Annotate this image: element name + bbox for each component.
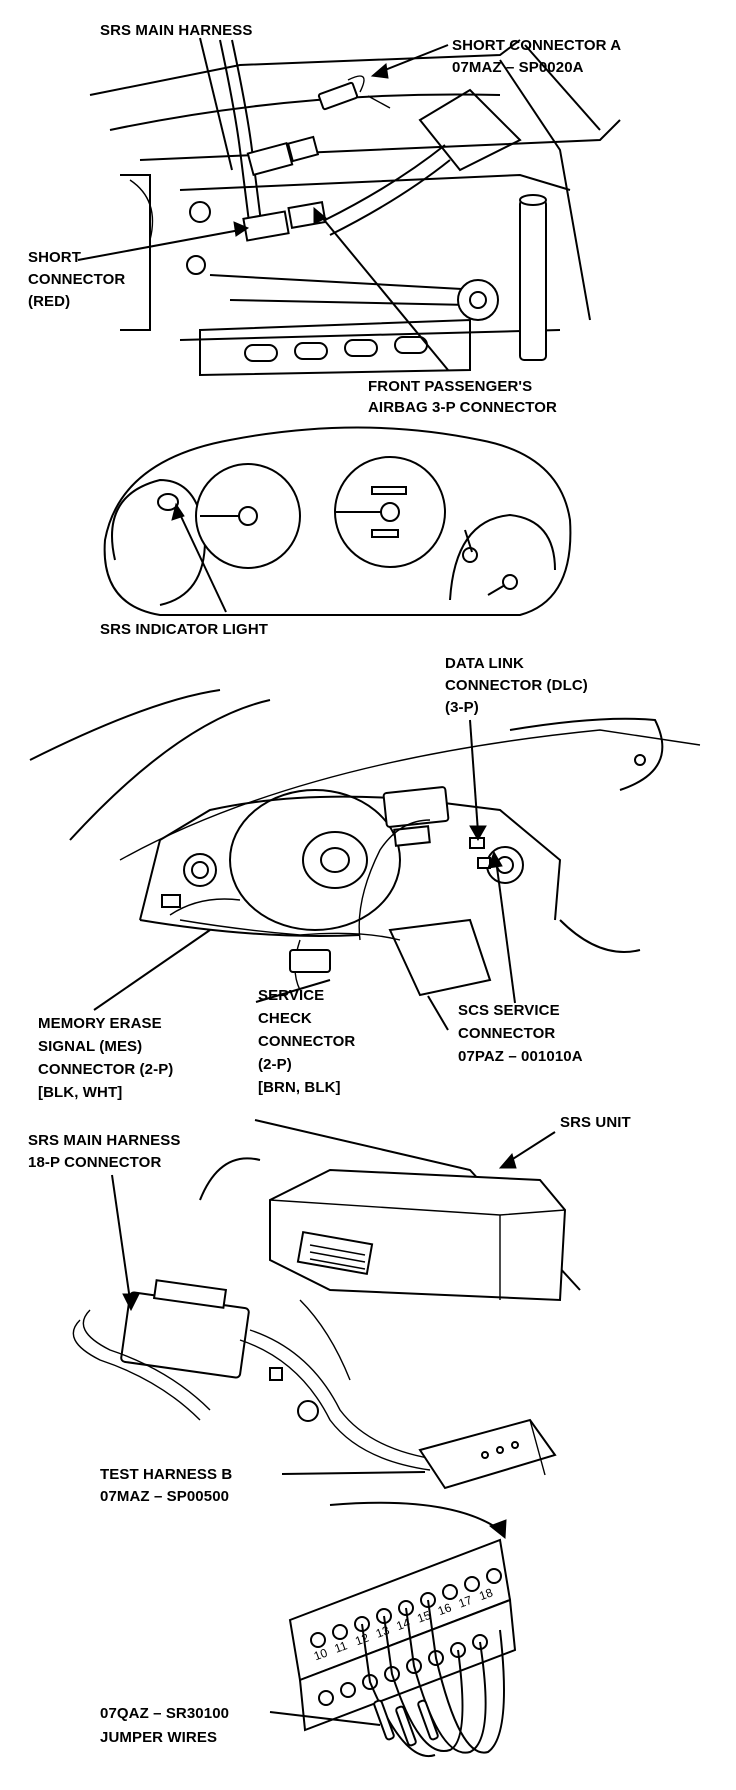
terminal-number: 10 bbox=[312, 1645, 330, 1663]
label-mes-line3: CONNECTOR (2-P) bbox=[38, 1061, 173, 1078]
label-srs-unit: SRS UNIT bbox=[560, 1114, 631, 1131]
panel-dashboard-interior bbox=[29, 689, 701, 1031]
panel-terminal-block: 10 11 12 13 14 15 16 17 18 bbox=[269, 1538, 517, 1758]
label-srs-indicator-light: SRS INDICATOR LIGHT bbox=[100, 621, 268, 638]
label-test-harness-line1: TEST HARNESS B bbox=[100, 1466, 232, 1483]
label-scs-line2: CONNECTOR bbox=[458, 1025, 555, 1042]
label-scc-line3: CONNECTOR bbox=[258, 1033, 355, 1050]
panel-dash-connectors bbox=[77, 37, 621, 377]
label-scc-line5: [BRN, BLK] bbox=[258, 1079, 341, 1096]
terminal-number: 11 bbox=[333, 1638, 350, 1656]
label-jumper-line2: JUMPER WIRES bbox=[100, 1729, 217, 1746]
panel-srs-unit bbox=[72, 1119, 581, 1539]
terminal-number: 16 bbox=[436, 1600, 454, 1618]
label-scc-line1: SERVICE bbox=[258, 987, 324, 1004]
label-scc-line4: (2-P) bbox=[258, 1056, 292, 1073]
label-test-harness-line2: 07MAZ – SP00500 bbox=[100, 1488, 229, 1505]
label-dlc-line1: DATA LINK bbox=[445, 655, 524, 672]
label-scs-line3: 07PAZ – 001010A bbox=[458, 1048, 583, 1065]
label-dlc-line2: CONNECTOR (DLC) bbox=[445, 677, 588, 694]
terminal-number: 17 bbox=[457, 1593, 475, 1611]
label-short-connector-line1: SHORT bbox=[28, 249, 81, 266]
terminal-number: 13 bbox=[374, 1623, 392, 1641]
label-scs-line1: SCS SERVICE bbox=[458, 1002, 560, 1019]
terminal-number: 12 bbox=[353, 1630, 371, 1648]
label-short-connector-line2: CONNECTOR bbox=[28, 271, 125, 288]
label-short-connector-line3: (RED) bbox=[28, 293, 70, 310]
label-dlc-line3: (3-P) bbox=[445, 699, 479, 716]
label-mes-line4: [BLK, WHT] bbox=[38, 1084, 122, 1101]
label-short-connector-a-part: 07MAZ – SP0020A bbox=[452, 59, 584, 76]
label-scc-line2: CHECK bbox=[258, 1010, 312, 1027]
label-front-passenger-line1: FRONT PASSENGER'S bbox=[368, 378, 532, 395]
label-mes-line1: MEMORY ERASE bbox=[38, 1015, 162, 1032]
label-jumper-line1: 07QAZ – SR30100 bbox=[100, 1705, 229, 1722]
terminal-number: 15 bbox=[415, 1608, 433, 1626]
terminal-number: 18 bbox=[477, 1585, 495, 1603]
label-front-passenger-line2: AIRBAG 3-P CONNECTOR bbox=[368, 399, 557, 416]
label-short-connector-a: SHORT CONNECTOR A bbox=[452, 37, 621, 54]
srs-indicator-lamp bbox=[157, 493, 179, 511]
terminal-number: 14 bbox=[395, 1615, 413, 1633]
label-srs-18p-line1: SRS MAIN HARNESS bbox=[28, 1132, 180, 1149]
label-srs-18p-line2: 18-P CONNECTOR bbox=[28, 1154, 161, 1171]
label-mes-line2: SIGNAL (MES) bbox=[38, 1038, 142, 1055]
label-srs-main-harness: SRS MAIN HARNESS bbox=[100, 22, 252, 39]
panel-instrument-cluster bbox=[103, 426, 572, 616]
